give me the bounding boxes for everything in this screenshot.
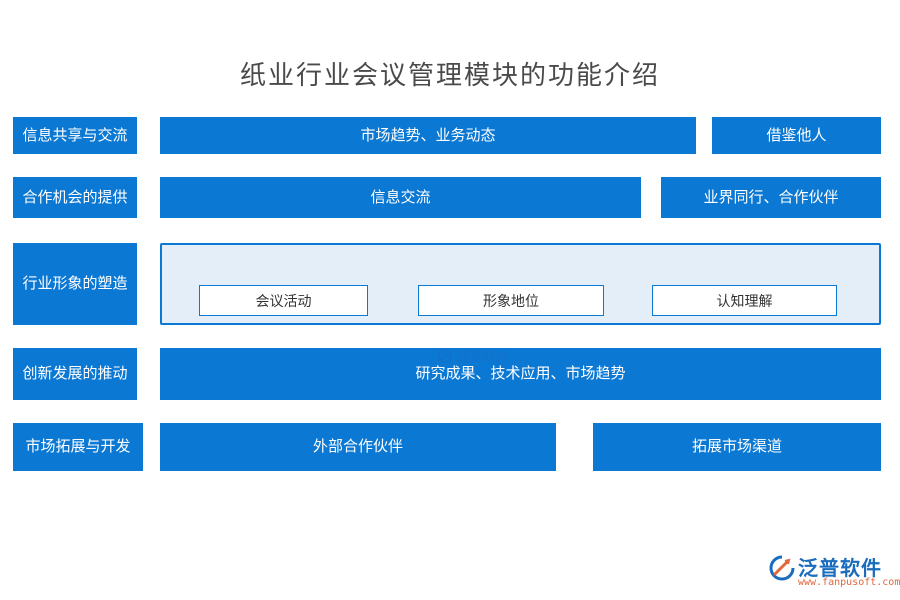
item-expand-channels: 拓展市场渠道 [593,423,881,471]
category-label-innovation: 创新发展的推动 [13,348,137,400]
image-building-panel: 会议活动 形象地位 认知理解 [160,243,881,325]
category-label-info-sharing: 信息共享与交流 [13,117,137,154]
category-label-market-expansion: 市场拓展与开发 [13,423,143,471]
diagram-title: 纸业行业会议管理模块的功能介绍 [239,61,660,91]
item-market-trends: 市场趋势、业务动态 [160,117,696,154]
item-research-tech-trends: 研究成果、技术应用、市场趋势 [160,348,881,400]
item-cognitive-understanding: 认知理解 [652,285,837,316]
brand-name: 泛普软件 [798,556,882,580]
brand-logo-icon [769,555,795,581]
watermark-logo-icon [438,348,452,363]
item-learn-from-others: 借鉴他人 [712,117,881,154]
watermark: 泛普软件 [437,346,509,365]
brand-logo: 泛普软件 www.fanpusoft.com [768,552,900,592]
brand-url: www.fanpusoft.com [798,577,900,588]
item-external-partners: 外部合作伙伴 [160,423,556,471]
watermark-text: 泛普软件 [457,350,510,365]
item-industry-partners: 业界同行、合作伙伴 [661,177,881,218]
item-conference-activities: 会议活动 [199,285,368,316]
category-label-cooperation: 合作机会的提供 [13,177,137,218]
item-info-exchange: 信息交流 [160,177,641,218]
category-label-image-building: 行业形象的塑造 [13,243,137,325]
item-image-status: 形象地位 [418,285,604,316]
